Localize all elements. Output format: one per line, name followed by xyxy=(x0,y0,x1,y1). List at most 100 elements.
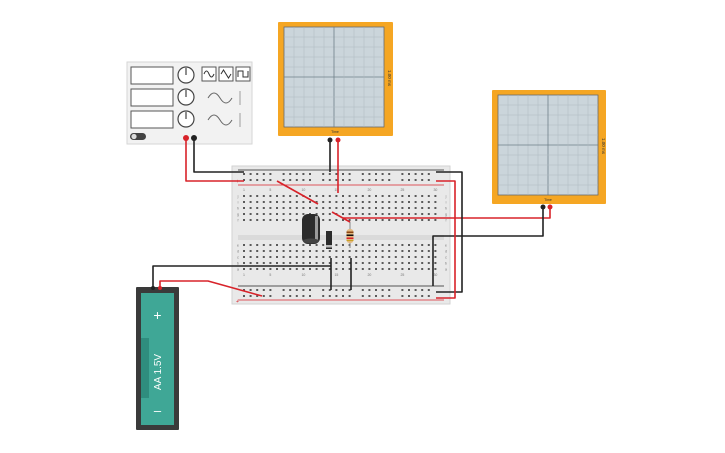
breadboard-hole[interactable] xyxy=(289,195,292,197)
breadboard-hole[interactable] xyxy=(348,262,351,264)
breadboard-hole[interactable] xyxy=(309,244,311,246)
breadboard-hole[interactable] xyxy=(249,207,252,209)
breadboard-hole[interactable] xyxy=(289,295,292,297)
breadboard-hole[interactable] xyxy=(249,195,252,197)
wire-scope-right-positive[interactable] xyxy=(343,207,551,219)
breadboard-hole[interactable] xyxy=(388,295,391,297)
breadboard-hole[interactable] xyxy=(315,201,318,203)
breadboard-hole[interactable] xyxy=(328,256,331,258)
breadboard-hole[interactable] xyxy=(295,268,298,270)
breadboard-hole[interactable] xyxy=(282,201,285,203)
breadboard-hole[interactable] xyxy=(368,179,371,181)
frequency-knob[interactable] xyxy=(177,66,195,84)
breadboard-hole[interactable] xyxy=(342,201,344,203)
breadboard-hole[interactable] xyxy=(408,295,410,297)
breadboard-hole[interactable] xyxy=(427,268,430,270)
breadboard-hole[interactable] xyxy=(381,244,384,246)
breadboard-hole[interactable] xyxy=(414,262,417,264)
breadboard-hole[interactable] xyxy=(368,207,371,209)
breadboard-hole[interactable] xyxy=(256,268,259,270)
breadboard-hole[interactable] xyxy=(328,213,331,215)
breadboard-hole[interactable] xyxy=(269,207,272,209)
breadboard-hole[interactable] xyxy=(348,201,351,203)
breadboard-hole[interactable] xyxy=(388,213,391,215)
breadboard-hole[interactable] xyxy=(249,295,252,297)
breadboard-hole[interactable] xyxy=(361,195,364,197)
breadboard-hole[interactable] xyxy=(394,195,397,197)
breadboard-hole[interactable] xyxy=(335,244,338,246)
breadboard-hole[interactable] xyxy=(388,179,391,181)
breadboard-hole[interactable] xyxy=(368,268,371,270)
breadboard-hole[interactable] xyxy=(361,256,364,258)
breadboard-hole[interactable] xyxy=(421,219,424,221)
breadboard-hole[interactable] xyxy=(361,289,364,291)
breadboard-hole[interactable] xyxy=(249,289,252,291)
breadboard-hole[interactable] xyxy=(348,179,351,181)
breadboard-hole[interactable] xyxy=(328,268,331,270)
wire-generator-positive[interactable] xyxy=(185,138,244,182)
electrolytic-capacitor[interactable] xyxy=(302,214,320,244)
breadboard-hole[interactable] xyxy=(348,268,351,270)
breadboard-hole[interactable] xyxy=(243,268,245,270)
breadboard-hole[interactable] xyxy=(368,173,371,175)
breadboard-hole[interactable] xyxy=(328,201,331,203)
breadboard-hole[interactable] xyxy=(381,262,384,264)
breadboard-hole[interactable] xyxy=(269,195,272,197)
breadboard-hole[interactable] xyxy=(262,250,265,252)
breadboard-hole[interactable] xyxy=(394,207,397,209)
breadboard-hole[interactable] xyxy=(335,262,338,264)
breadboard-hole[interactable] xyxy=(427,195,430,197)
breadboard-hole[interactable] xyxy=(282,256,285,258)
breadboard-hole[interactable] xyxy=(361,179,364,181)
breadboard-hole[interactable] xyxy=(355,219,358,221)
diode[interactable] xyxy=(326,231,332,249)
breadboard-hole[interactable] xyxy=(368,250,371,252)
breadboard-hole[interactable] xyxy=(262,289,265,291)
breadboard-hole[interactable] xyxy=(427,262,430,264)
function-generator[interactable] xyxy=(126,61,253,145)
breadboard-hole[interactable] xyxy=(322,179,325,181)
breadboard-hole[interactable] xyxy=(355,213,358,215)
breadboard-hole[interactable] xyxy=(342,195,344,197)
breadboard-hole[interactable] xyxy=(249,213,252,215)
breadboard-hole[interactable] xyxy=(269,213,272,215)
breadboard-hole[interactable] xyxy=(269,244,272,246)
breadboard-hole[interactable] xyxy=(401,195,404,197)
breadboard-hole[interactable] xyxy=(361,244,364,246)
breadboard-hole[interactable] xyxy=(375,173,377,175)
breadboard-hole[interactable] xyxy=(302,213,305,215)
breadboard-hole[interactable] xyxy=(289,201,292,203)
breadboard-hole[interactable] xyxy=(309,256,311,258)
oscilloscope-left[interactable]: 1.00 ms Time xyxy=(278,22,393,143)
breadboard-hole[interactable] xyxy=(368,244,371,246)
breadboard-hole[interactable] xyxy=(375,207,377,209)
breadboard-hole[interactable] xyxy=(276,250,278,252)
breadboard-hole[interactable] xyxy=(375,244,377,246)
breadboard-hole[interactable] xyxy=(368,262,371,264)
breadboard-hole[interactable] xyxy=(394,262,397,264)
breadboard-hole[interactable] xyxy=(249,262,252,264)
breadboard-hole[interactable] xyxy=(295,195,298,197)
breadboard-hole[interactable] xyxy=(302,179,305,181)
breadboard-hole[interactable] xyxy=(289,250,292,252)
breadboard-hole[interactable] xyxy=(249,256,252,258)
breadboard-hole[interactable] xyxy=(328,173,331,175)
breadboard-hole[interactable] xyxy=(427,201,430,203)
breadboard-hole[interactable] xyxy=(295,295,298,297)
breadboard-hole[interactable] xyxy=(315,250,318,252)
breadboard-hole[interactable] xyxy=(368,289,371,291)
breadboard-hole[interactable] xyxy=(375,195,377,197)
breadboard-hole[interactable] xyxy=(381,256,384,258)
breadboard-hole[interactable] xyxy=(309,262,311,264)
breadboard-hole[interactable] xyxy=(262,179,265,181)
breadboard-hole[interactable] xyxy=(249,244,252,246)
breadboard-hole[interactable] xyxy=(408,201,410,203)
breadboard-hole[interactable] xyxy=(434,219,437,221)
breadboard-hole[interactable] xyxy=(434,244,437,246)
wire-right-positive-loop[interactable] xyxy=(436,180,456,299)
oscilloscope-right[interactable]: 1.00 ms Time xyxy=(492,90,606,210)
breadboard-hole[interactable] xyxy=(388,250,391,252)
breadboard-hole[interactable] xyxy=(394,244,397,246)
breadboard-hole[interactable] xyxy=(328,219,331,221)
